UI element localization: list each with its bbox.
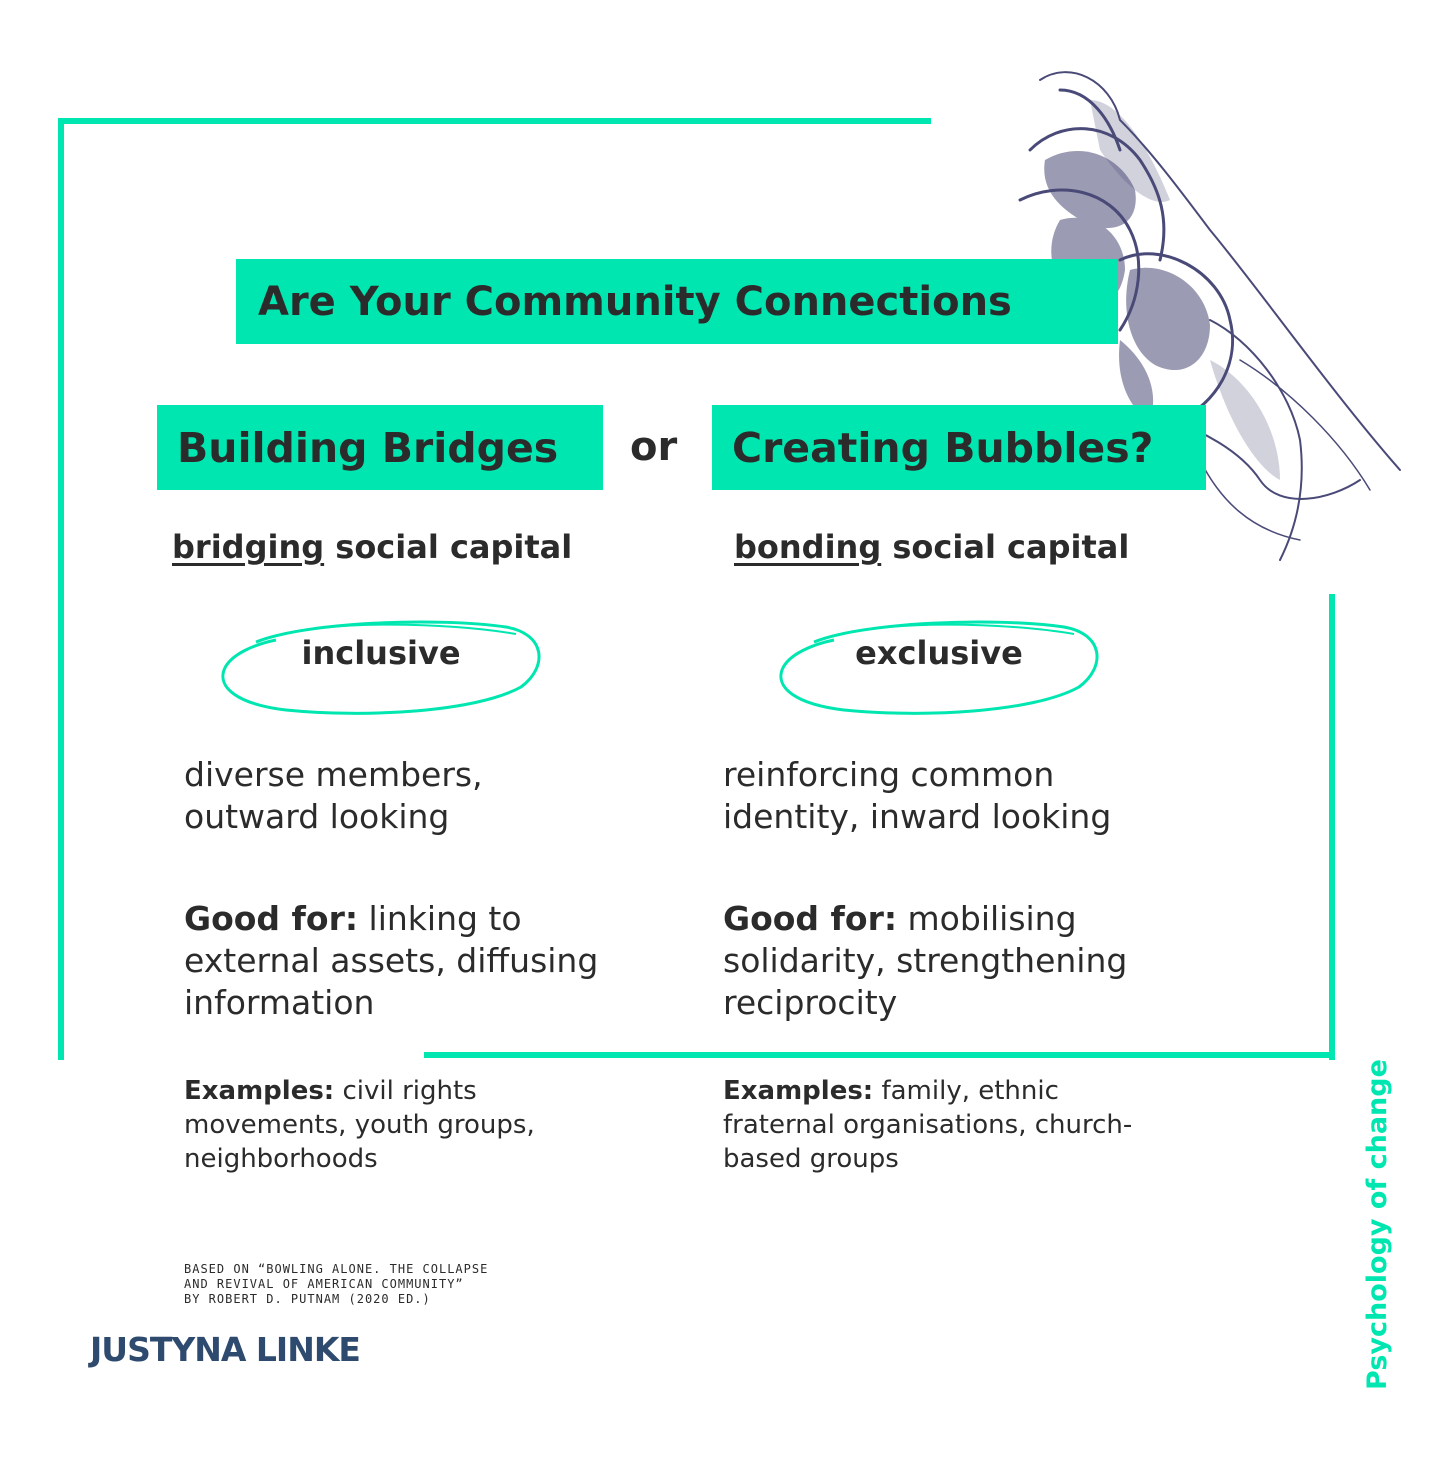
bonding-subhead: bonding social capital bbox=[734, 528, 1129, 566]
inclusive-label: inclusive bbox=[301, 634, 461, 672]
bonding-rest: social capital bbox=[881, 528, 1130, 566]
bridging-word: bridging bbox=[172, 528, 325, 566]
building-bridges-text: Building Bridges bbox=[177, 423, 559, 472]
bonding-examples-label: Examples: bbox=[723, 1076, 874, 1106]
bonding-good-for-text: mobilising solidarity, strengthening rec… bbox=[723, 899, 1128, 1022]
series-label: Psychology of change bbox=[1362, 1059, 1393, 1390]
exclusive-label: exclusive bbox=[855, 634, 1023, 672]
bonding-good-for: Good for: mobilising solidarity, strengt… bbox=[723, 898, 1153, 1024]
exclusive-oval-shape bbox=[779, 620, 1099, 715]
creating-bubbles-text: Creating Bubbles? bbox=[732, 423, 1154, 472]
bridging-subhead: bridging social capital bbox=[172, 528, 572, 566]
bonding-examples: Examples: family, ethnic fraternal organ… bbox=[723, 1074, 1163, 1176]
or-connector: or bbox=[630, 424, 678, 470]
frame-top-line bbox=[58, 118, 931, 124]
hand-sketch-illustration bbox=[1018, 71, 1401, 561]
main-title-text: Are Your Community Connections bbox=[258, 278, 1012, 325]
frame-left-line bbox=[58, 118, 64, 1060]
frame-right-line bbox=[1329, 594, 1335, 1060]
building-bridges-heading: Building Bridges bbox=[157, 405, 603, 490]
bonding-description: reinforcing common identity, inward look… bbox=[723, 755, 1112, 836]
inclusive-oval-shape bbox=[221, 620, 541, 715]
bonding-examples-text: family, ethnic fraternal organisations, … bbox=[723, 1076, 1133, 1174]
bridging-rest: social capital bbox=[324, 528, 573, 566]
bonding-word: bonding bbox=[734, 528, 882, 566]
author-name: JUSTYNA LINKE bbox=[90, 1330, 361, 1369]
main-title: Are Your Community Connections bbox=[236, 259, 1118, 344]
inclusive-oval: inclusive bbox=[216, 612, 546, 722]
bridging-examples-text: civil rights movements, youth groups, ne… bbox=[184, 1076, 535, 1174]
source-line-3: BY ROBERT D. PUTNAM (2020 ED.) bbox=[184, 1292, 431, 1306]
source-line-1: BASED ON “BOWLING ALONE. THE COLLAPSE bbox=[184, 1262, 489, 1276]
source-citation: BASED ON “BOWLING ALONE. THE COLLAPSE AN… bbox=[184, 1262, 604, 1307]
bridging-examples: Examples: civil rights movements, youth … bbox=[184, 1074, 564, 1176]
bridging-good-for-label: Good for: bbox=[184, 899, 359, 938]
bridging-description: diverse members, outward looking bbox=[184, 755, 483, 836]
exclusive-oval: exclusive bbox=[774, 612, 1104, 722]
creating-bubbles-heading: Creating Bubbles? bbox=[712, 405, 1206, 490]
bridging-good-for-text: linking to external assets, diffusing in… bbox=[184, 899, 599, 1022]
bridging-examples-label: Examples: bbox=[184, 1076, 335, 1106]
source-line-2: AND REVIVAL OF AMERICAN COMMUNITY” bbox=[184, 1277, 464, 1291]
frame-bottom-line bbox=[424, 1052, 1335, 1058]
bridging-good-for: Good for: linking to external assets, di… bbox=[184, 898, 629, 1024]
bonding-good-for-label: Good for: bbox=[723, 899, 898, 938]
